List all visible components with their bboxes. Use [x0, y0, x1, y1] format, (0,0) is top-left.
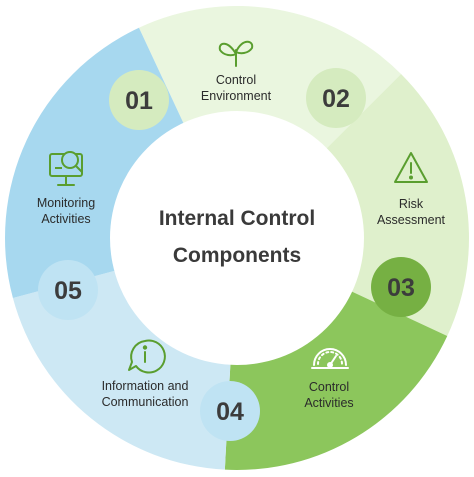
- center-title-line2: Components: [173, 244, 301, 267]
- segment-04: [12, 270, 231, 470]
- sprout-icon: [218, 40, 254, 67]
- segment-03: [224, 291, 448, 470]
- badge-02: 02: [306, 68, 366, 128]
- segment-02: [326, 73, 469, 337]
- warning-icon: [394, 152, 428, 183]
- badge-03: 03: [371, 257, 431, 317]
- segment-02-label-line1: Risk: [399, 197, 424, 211]
- badge-05-number: 05: [54, 277, 82, 305]
- badge-01: 01: [109, 70, 169, 130]
- segment-04-label-line2: Communication: [102, 395, 189, 409]
- segment-02-label-line2: Assessment: [377, 213, 446, 227]
- badge-05: 05: [38, 260, 98, 320]
- badge-02-number: 02: [322, 85, 350, 113]
- segment-03-label-line2: Activities: [304, 396, 353, 410]
- segment-01-label-line1: Control: [216, 73, 256, 87]
- badge-01-number: 01: [125, 87, 153, 115]
- gauge-icon: [311, 348, 349, 369]
- segment-05-label-line2: Activities: [41, 212, 90, 226]
- info-bubble-icon: [128, 339, 166, 374]
- segment-05-label-line1: Monitoring: [37, 196, 95, 210]
- center-title-line1: Internal Control: [159, 207, 315, 230]
- badge-04: 04: [200, 381, 260, 441]
- badge-04-number: 04: [216, 398, 244, 426]
- center-disc: [110, 111, 364, 365]
- badge-03-number: 03: [387, 274, 415, 302]
- monitor-search-icon: [49, 151, 83, 186]
- segment-03-label-line1: Control: [309, 380, 349, 394]
- segment-04-label-line1: Information and: [102, 379, 189, 393]
- segment-01-label-line2: Environment: [201, 89, 272, 103]
